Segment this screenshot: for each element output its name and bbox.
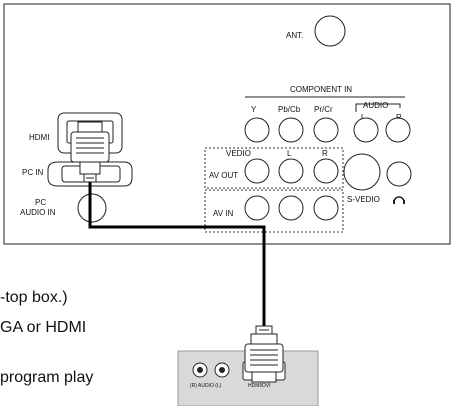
source-audio-l-pin [219,367,225,373]
pc-audio-label-line1: PC [35,198,46,207]
headphone-icon-left-cup [393,200,395,204]
pc-audio-jack [77,193,107,223]
audio-label: AUDIO [363,101,388,110]
hdmi-label: HDMI [29,133,49,142]
av-out-l-jack [278,158,304,184]
av-out-label: AV OUT [209,171,238,180]
headphone-icon-right-cup [403,200,405,204]
component-prcr-label: Pr/Cr [314,105,333,114]
audio-r-label: R [396,113,402,122]
av-out-l-label: L [287,149,292,158]
av-in-label: AV IN [213,209,234,218]
component-pbcb-jack [278,117,304,143]
audio-r-jack [385,117,411,143]
hdmi-plug-source [244,325,284,383]
ant-jack [314,15,346,47]
av-in-l-jack [278,195,304,221]
component-y-jack [244,117,270,143]
source-audio-r-pin [197,367,203,373]
av-out-r-label: R [322,149,328,158]
component-pbcb-label: Pb/Cb [278,105,301,114]
av-out-group [204,147,344,189]
hdmi-plug-tv [70,121,110,183]
pc-in-label: PC IN [22,168,44,177]
audio-l-jack [353,117,379,143]
source-hdmi-label: HDMI/DVI [248,383,271,389]
av-in-r-jack [313,195,339,221]
text-line-1: -top box.) [0,289,68,306]
audio-bracket [355,103,401,112]
component-y-label: Y [251,105,257,114]
av-out-vedio-label: VEDIO [226,149,251,158]
s-video-jack [343,153,381,191]
hdmi-cable [88,182,266,327]
text-line-2: GA or HDMI [0,319,87,336]
av-out-video-jack [244,158,270,184]
av-in-group [204,189,344,233]
component-in-label: COMPONENT IN [290,85,352,94]
audio-l-label: L [361,113,366,122]
text-line-3: program play [0,369,94,386]
av-in-video-jack [244,195,270,221]
pc-audio-label-line2: AUDIO IN [20,208,56,217]
component-prcr-jack [313,117,339,143]
source-audio-label: (R) AUDIO (L) [190,383,222,389]
headphone-jack [386,161,412,187]
s-video-label: S-VEDIO [347,195,380,204]
av-out-r-jack [313,158,339,184]
ant-label: ANT. [286,31,303,40]
